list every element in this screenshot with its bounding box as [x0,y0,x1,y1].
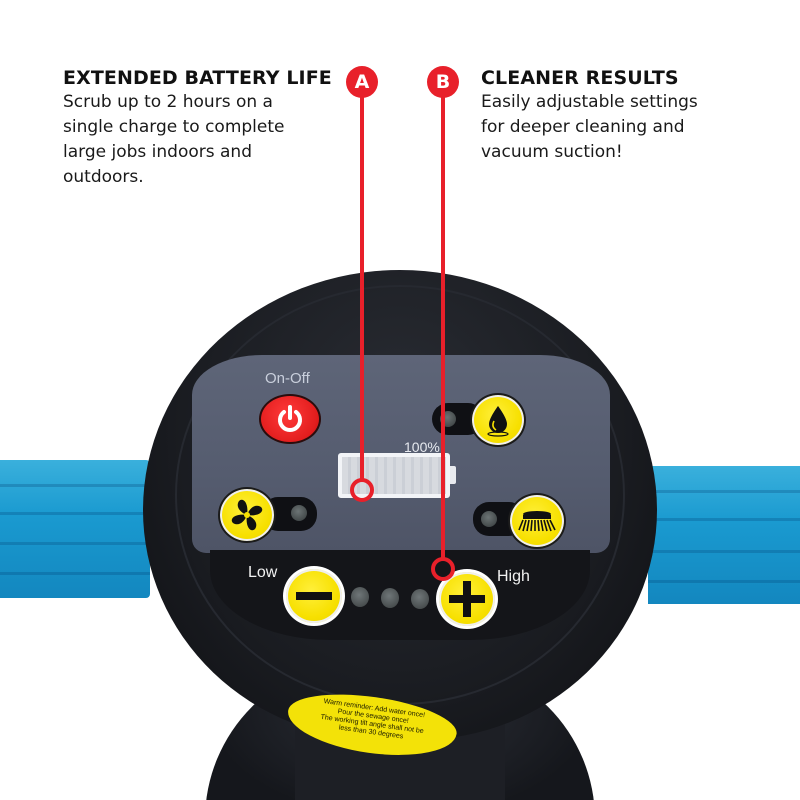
right-handle [648,466,800,604]
feature-description: Scrub up to 2 hours on a single charge t… [63,92,285,187]
callout-leader-a [360,96,364,482]
plus-icon [449,581,485,617]
callout-target-b [431,557,455,581]
fan-indicator-led [291,505,307,521]
feature-battery-life: EXTENDED BATTERY LIFE Scrub up to 2 hour… [63,66,343,190]
feature-title: EXTENDED BATTERY LIFE [63,67,332,89]
level-indicator-2 [381,588,399,608]
water-button[interactable] [470,393,526,447]
minus-icon [296,592,332,600]
feature-cleaner-results: CLEANER RESULTS Easily adjustable settin… [481,66,761,165]
control-panel-lower [210,550,590,640]
battery-percent-label: 100% [404,439,440,455]
power-button[interactable] [259,394,321,444]
level-indicator-3 [411,589,429,609]
level-indicator-1 [351,587,369,607]
decrease-button[interactable] [283,566,345,626]
feature-title: CLEANER RESULTS [481,67,679,89]
water-drop-icon [487,406,509,437]
brush-button[interactable] [508,493,566,549]
callout-target-a [350,478,374,502]
callout-leader-b [441,96,445,560]
power-label: On-Off [265,370,310,387]
left-handle [0,460,150,598]
callout-marker-b: B [427,66,459,98]
feature-description: Easily adjustable settings for deeper cl… [481,92,698,162]
fan-button[interactable] [218,487,276,543]
fan-icon [231,499,263,531]
power-icon [278,405,302,432]
callout-marker-a: A [346,66,378,98]
brush-icon [518,511,556,532]
high-label: High [497,568,530,585]
brush-indicator-led [481,511,497,527]
battery-cap [450,466,456,484]
low-label: Low [248,564,278,581]
